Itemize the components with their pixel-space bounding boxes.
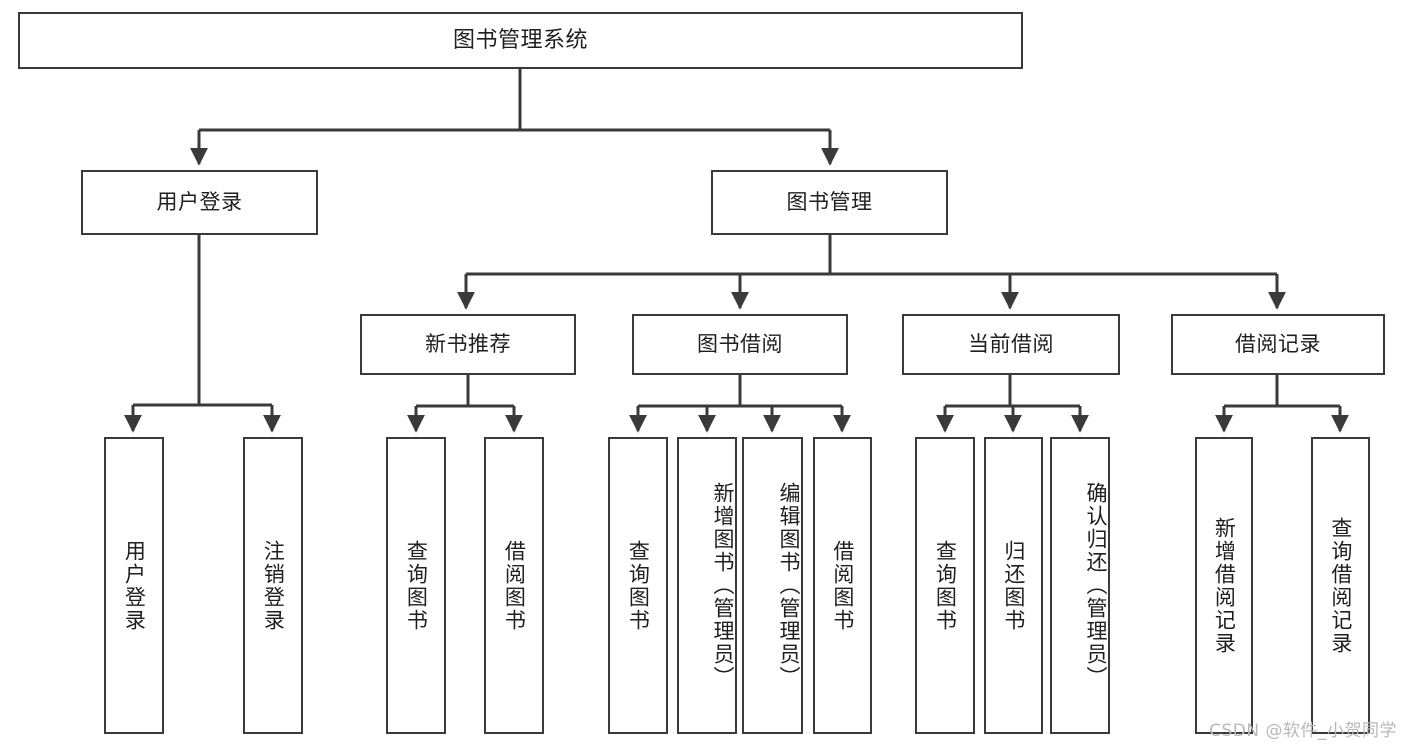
node-user-login[interactable]: 用户登录	[81, 170, 318, 235]
leaf-label: 查询图书	[933, 539, 958, 632]
node-current-borrow[interactable]: 当前借阅	[902, 314, 1120, 375]
leaf-query-book-borrow[interactable]: 查询图书	[608, 437, 668, 734]
leaf-label: 编辑图书（管理员）	[777, 482, 801, 689]
leaf-user-login[interactable]: 用户登录	[104, 437, 164, 734]
leaf-query-borrow-record[interactable]: 查询借阅记录	[1311, 437, 1370, 734]
leaf-label: 查询图书	[404, 539, 429, 632]
leaf-label: 查询借阅记录	[1328, 516, 1353, 655]
leaf-query-book-current[interactable]: 查询图书	[915, 437, 975, 734]
node-new-book-recommend[interactable]: 新书推荐	[360, 314, 576, 375]
node-borrow-record[interactable]: 借阅记录	[1171, 314, 1385, 375]
leaf-label: 确认归还（管理员）	[1084, 482, 1108, 689]
leaf-label: 借阅图书	[502, 539, 527, 632]
leaf-label: 查询图书	[626, 539, 651, 632]
node-book-management[interactable]: 图书管理	[711, 170, 948, 235]
leaf-borrow-book[interactable]: 借阅图书	[813, 437, 872, 734]
leaf-query-book-recommend[interactable]: 查询图书	[386, 437, 446, 734]
leaf-add-book-admin[interactable]: 新增图书（管理员）	[677, 437, 737, 734]
leaf-return-book[interactable]: 归还图书	[984, 437, 1043, 734]
leaf-label: 注销登录	[261, 539, 286, 632]
node-book-borrow[interactable]: 图书借阅	[632, 314, 848, 375]
leaf-confirm-return-admin[interactable]: 确认归还（管理员）	[1050, 437, 1110, 734]
leaf-add-borrow-record[interactable]: 新增借阅记录	[1195, 437, 1253, 734]
leaf-label: 新增借阅记录	[1212, 516, 1237, 655]
leaf-logout[interactable]: 注销登录	[243, 437, 303, 734]
node-root-system[interactable]: 图书管理系统	[18, 12, 1023, 69]
leaf-label: 借阅图书	[830, 539, 855, 632]
leaf-label: 归还图书	[1001, 539, 1026, 632]
watermark-text: CSDN @软件_小贺同学	[1209, 721, 1397, 741]
leaf-edit-book-admin[interactable]: 编辑图书（管理员）	[742, 437, 803, 734]
leaf-label: 用户登录	[122, 539, 147, 632]
leaf-label: 新增图书（管理员）	[711, 482, 735, 689]
leaf-borrow-book-recommend[interactable]: 借阅图书	[484, 437, 544, 734]
